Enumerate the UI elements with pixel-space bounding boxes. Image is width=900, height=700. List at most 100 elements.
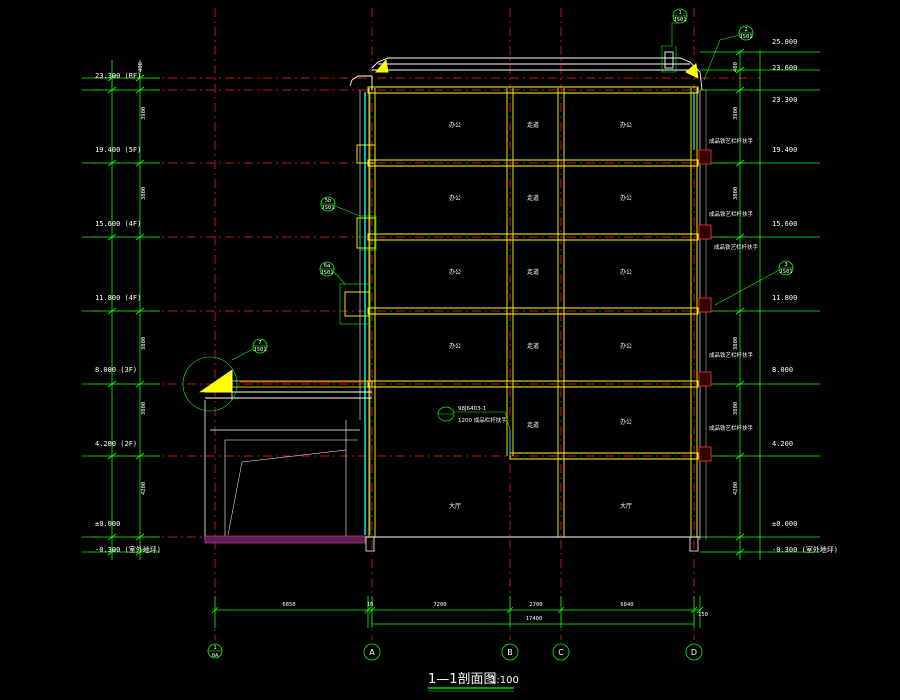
level-label-left: 4.200 (2F) [95,440,137,448]
dim-vertical-label-r: 3900 [733,107,739,120]
floor-slab [367,233,699,241]
room-label-office: 办公 [449,342,461,350]
dim-tick [735,380,745,388]
axis-C: C [558,648,564,657]
dim-tick [735,533,745,541]
dim-vertical-label: 3800 [141,187,147,200]
title-main: 1—1剖面图 [428,672,497,687]
dim-tick [364,606,372,614]
dim-tick [135,533,145,541]
dim-tick [107,533,117,541]
tag-7-num: 7 [258,340,261,346]
tag-7-sheet: JS01 [253,347,266,353]
facade-railing-note: 成品铁艺栏杆扶手 [709,351,754,359]
dim-tick [107,233,117,241]
axis-D: D [691,648,697,657]
drawing-title: 1—1剖面图 1:100 [428,672,519,692]
dim-seg-4: 6840 [620,602,633,608]
tag-3-num: 3 [784,262,787,268]
level-label-right: -0.300 (室外地坪) [772,545,838,554]
tag-3-sheet: JS01 [779,269,792,275]
room-label-corridor: 走道 [527,421,539,429]
room-label-office: 办公 [449,268,461,276]
room-label-office: 办公 [449,121,461,129]
level-label-right: 25.000 [772,38,797,46]
dim-vertical-label: 3800 [141,337,147,350]
dim-tick [135,233,145,241]
dim-tick [107,159,117,167]
level-label-left: -0.300 (室外地坪) [95,545,161,554]
room-label-corridor: 走道 [527,268,539,276]
axis-A: A [369,648,375,657]
room-label-office: 办公 [449,194,461,202]
dim-total: 17400 [526,616,543,622]
floor-slab [367,86,699,94]
dim-tick [107,74,117,82]
dim-vertical-label-r: 3800 [733,337,739,350]
railing-code: 98J6403-1 [458,406,486,412]
balcony-box [356,217,376,249]
dim-vertical-label: 3800 [141,402,147,415]
level-label-right: 11.800 [772,294,797,302]
room-label-hall: 大厅 [620,502,632,510]
room-labels: 办公走道办公办公走道办公办公走道办公办公走道办公走道办公大厅大厅 [449,121,632,510]
room-label-corridor: 走道 [527,121,539,129]
level-label-right: ±0.000 [772,520,797,528]
dim-tick [690,606,698,614]
room-label-office: 办公 [620,121,632,129]
railing-box [698,446,712,462]
railing-box [698,224,712,240]
railing-box [698,297,712,313]
dim-tick [735,48,745,56]
axis-left-sub: 0A [212,653,219,659]
room-label-office: 办公 [620,194,632,202]
room-label-office: 办公 [620,342,632,350]
bottom-dimension-text: 6850 7200 2700 6840 10 150 17400 [282,602,708,622]
level-label-right: 23.300 [772,96,797,104]
dim-vertical-label-r: 3800 [733,402,739,415]
level-label-left: 23.300 (RF) [95,72,141,80]
dim-tick [211,606,219,614]
level-label-left: 8.000 (3F) [95,366,137,374]
dim-vertical-label: 4200 [141,482,147,495]
left-level-labels: 23.300 (RF)19.400 (5F)15.600 (4F)11.800 … [95,72,161,554]
room-label-office: 办公 [620,268,632,276]
title-scale: 1:100 [490,675,519,686]
dim-tick [135,159,145,167]
railing-box [698,371,712,387]
level-label-right: 19.400 [772,146,797,154]
dim-small-right: 150 [698,612,708,618]
dim-tick [735,86,745,94]
dim-tick [696,606,704,614]
dim-tick [107,548,117,556]
room-label-office: 办公 [620,418,632,426]
dim-seg-2: 7200 [433,602,446,608]
dim-tick [735,307,745,315]
room-label-corridor: 走道 [527,342,539,350]
room-label-corridor: 走道 [527,194,539,202]
tag-5b-sheet: JS01 [321,205,334,211]
building-structure [231,86,712,552]
footing-right [689,536,699,552]
dim-small-left: 10 [367,602,374,608]
level-label-left: 19.400 (5F) [95,146,141,154]
dim-vertical-label: 400 [138,62,144,72]
dim-tick [107,86,117,94]
dim-tick [107,307,117,315]
axis-bubbles: 1 0A A B C D [207,643,703,661]
detail-tags: 1 JS01 2 JS01 5b JS01 6a JS01 3 JS01 7 J… [182,8,794,412]
tag-1-num: 1 [678,10,681,16]
railing-callout: 98J6403-1 1200 成品栏杆扶手 [437,406,511,431]
dim-tick [135,74,145,82]
level-label-left: 15.600 (4F) [95,220,141,228]
tag-2-num: 2 [744,27,747,33]
dim-seg-1: 6850 [282,602,295,608]
facade-railing-note: 成品铁艺栏杆扶手 [714,243,759,251]
facade-railing-note: 成品铁艺栏杆扶手 [709,137,754,145]
reference-lines [92,8,760,640]
roof-parapet [349,51,703,91]
dim-tick [135,548,145,556]
tag-5b-num: 5b [325,198,332,204]
